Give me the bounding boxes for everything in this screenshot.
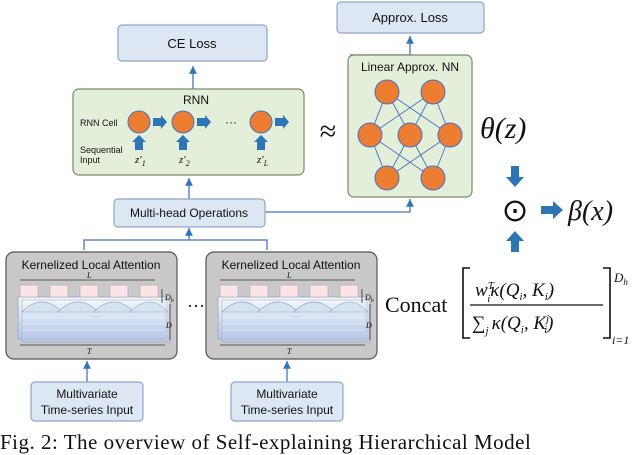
odot-symbol: ⊙ xyxy=(502,192,529,228)
approx-loss-label: Approx. Loss xyxy=(372,10,448,25)
linear-nn-to-approx-loss-arrow xyxy=(350,36,414,56)
input-left-line2: Time-series Input xyxy=(41,403,134,417)
kla-left-D-label: D xyxy=(165,321,172,330)
kla-left-box: Kernelized Local Attention L Dh D T xyxy=(5,251,178,360)
kla-left-title: Kernelized Local Attention xyxy=(22,258,161,272)
input-right-line2: Time-series Input xyxy=(241,403,334,417)
linear-approx-nn-box: Linear Approx. NN xyxy=(347,54,473,198)
diagram-canvas: CE Loss Approx. Loss RNN RNN Cell Sequen… xyxy=(5,1,629,422)
rnn-input-zL: z′L xyxy=(256,154,269,168)
multi-head-label: Multi-head Operations xyxy=(130,206,248,220)
nn-nodes xyxy=(357,79,463,191)
linear-nn-title: Linear Approx. NN xyxy=(361,60,459,74)
kla-right-stack xyxy=(217,284,371,343)
rnn-input-z2: z′2 xyxy=(178,154,190,168)
formula-lower-limit: i=1 xyxy=(612,333,629,347)
formula-concat: Concat xyxy=(385,292,447,317)
rnn-box: RNN RNN Cell Sequential Input ··· z′1 z′… xyxy=(72,88,305,176)
kla-left-Dh-label: Dh xyxy=(164,293,174,304)
multi-head-box: Multi-head Operations xyxy=(113,198,266,228)
rnn-dots: ··· xyxy=(225,115,237,129)
multihead-to-linear-nn-arrow xyxy=(265,199,414,213)
kla-right-D-label: D xyxy=(365,321,372,330)
approx-loss-box: Approx. Loss xyxy=(336,1,485,34)
odot-to-beta-arrow xyxy=(541,201,563,219)
input-left-line1: Multivariate xyxy=(56,387,118,401)
kla-right-L-label: L xyxy=(286,271,292,280)
kla-left-T-label: T xyxy=(87,347,92,356)
kla-to-multihead-bracket xyxy=(83,239,268,250)
formula-right-bracket xyxy=(603,267,611,339)
rnn-cell-label: RNN Cell xyxy=(80,118,118,128)
kla-right-T-label: T xyxy=(287,347,292,356)
input-left-box: Multivariate Time-series Input xyxy=(30,381,144,422)
kla-right-title: Kernelized Local Attention xyxy=(222,258,361,272)
beta-label: β(x) xyxy=(567,196,613,227)
input-right-line1: Multivariate xyxy=(256,387,318,401)
sequential-input-label-2: Input xyxy=(80,155,101,165)
formula-upper-limit: Dh xyxy=(613,270,628,287)
kla-right-Dh-label: Dh xyxy=(364,293,374,304)
approx-symbol: ≈ xyxy=(320,115,336,148)
kla-left-stack xyxy=(17,284,171,343)
rnn-title: RNN xyxy=(183,93,209,107)
ce-loss-label: CE Loss xyxy=(167,36,217,51)
sequential-input-label-1: Sequential xyxy=(80,145,123,155)
rnn-input-z1: z′1 xyxy=(134,154,146,168)
rnn-node-1 xyxy=(127,110,151,134)
kla-right-box: Kernelized Local Attention L Dh D T xyxy=(205,251,378,360)
concat-up-arrow xyxy=(506,231,524,252)
ce-loss-box: CE Loss xyxy=(117,24,268,62)
figure-caption: Fig. 2: The overview of Self-explaining … xyxy=(0,430,532,454)
formula-left-bracket xyxy=(462,267,470,339)
kla-ellipsis: ··· xyxy=(187,295,205,315)
kla-left-L-label: L xyxy=(86,271,92,280)
rnn-node-2 xyxy=(171,110,195,134)
rnn-arrows xyxy=(132,115,289,150)
theta-label: θ(z) xyxy=(480,112,526,145)
theta-down-arrow xyxy=(506,166,524,187)
rnn-node-L xyxy=(249,110,273,134)
input-right-box: Multivariate Time-series Input xyxy=(230,381,344,422)
